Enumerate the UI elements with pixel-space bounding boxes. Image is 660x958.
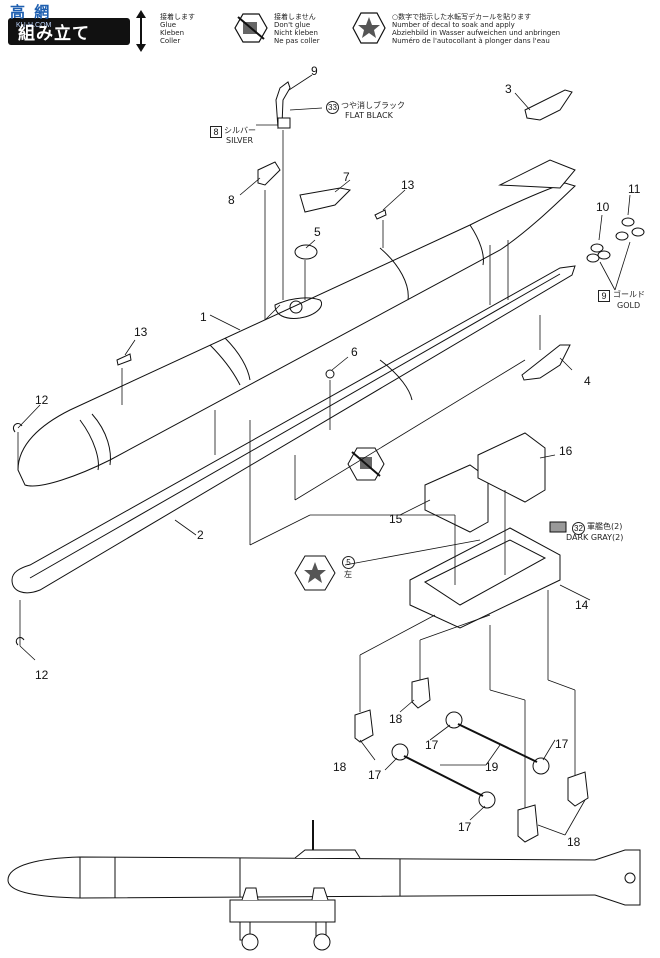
- part-label: 12: [35, 393, 49, 407]
- part-3-shape: [524, 89, 573, 121]
- part-label: 9: [311, 64, 318, 78]
- part-label: 10: [596, 200, 610, 214]
- glue-de: Kleben: [160, 29, 185, 37]
- part-label: 15: [389, 512, 403, 526]
- paint-dark-gray-ja: 軍艦色(2): [587, 522, 623, 531]
- part-label: 6: [351, 345, 358, 359]
- dark-gray-swatch: [549, 521, 567, 533]
- paint-dark-gray-en: DARK GRAY(2): [566, 533, 624, 542]
- hull-part-1: [17, 159, 576, 487]
- dont-glue-de: Nicht kleben: [274, 29, 318, 37]
- paint-silver-en: SILVER: [226, 136, 254, 145]
- decal-star-icon: [352, 12, 386, 44]
- part-label: 17: [368, 768, 382, 782]
- part-9-shape: [275, 81, 291, 129]
- part-label: 18: [333, 760, 347, 774]
- part-18-d: [517, 804, 539, 843]
- part-18-a: [411, 677, 431, 709]
- part-14-stand: [409, 527, 561, 629]
- decal-number: 5: [342, 556, 355, 569]
- part-10-propeller: [586, 243, 611, 263]
- part-19-axle-a: [457, 723, 538, 763]
- decal-side: 左: [344, 570, 352, 579]
- glue-arrow-icon: [136, 10, 146, 52]
- part-4-shape: [521, 344, 571, 381]
- part-label: 18: [567, 835, 581, 849]
- part-label: 8: [228, 193, 235, 207]
- part-13-shape-b: [116, 353, 132, 366]
- part-label: 19: [485, 760, 499, 774]
- watermark-sub: KU-H.COM: [16, 22, 52, 29]
- part-label: 3: [505, 82, 512, 96]
- paint-silver-ja: シルバー: [224, 126, 256, 135]
- paint-gold-ja: ゴールド: [613, 290, 645, 299]
- decal-en: Number of decal to soak and apply: [392, 21, 515, 29]
- part-label: 13: [134, 325, 148, 339]
- page-title: 組み立て: [18, 24, 90, 44]
- decal-ja: ○数字で指示した水転写デカールを貼ります: [392, 13, 532, 21]
- dont-glue-marker-icon: [347, 447, 385, 481]
- part-5-shape: [294, 244, 318, 260]
- leader-lines: [17, 74, 631, 836]
- part-label: 1: [200, 310, 207, 324]
- part-label: 7: [343, 170, 350, 184]
- paint-num-silver: 8: [210, 126, 222, 138]
- part-18-c: [567, 771, 589, 807]
- paint-num-flat-black: 33: [326, 101, 339, 114]
- paint-flat-black-ja: つや消しブラック: [341, 101, 405, 110]
- part-19-axle-b: [403, 755, 484, 797]
- part-label: 17: [425, 738, 439, 752]
- part-13-shape-a: [374, 209, 387, 220]
- decal-marker-icon: [294, 555, 336, 591]
- part-7-shape: [299, 187, 352, 213]
- part-label: 16: [559, 444, 573, 458]
- watermark-logo: 高 網: [10, 3, 52, 21]
- keel-part-2: [11, 265, 576, 594]
- glue-fr: Coller: [160, 37, 181, 45]
- dont-glue-fr: Ne pas coller: [274, 37, 320, 45]
- glue-ja: 接着します: [160, 13, 195, 21]
- glue-en: Glue: [160, 21, 177, 29]
- part-label: 4: [584, 374, 591, 388]
- part-12-hook-bottom: [15, 637, 25, 646]
- part-9-base: [277, 117, 291, 129]
- dont-glue-icon: [234, 13, 268, 43]
- dont-glue-ja: 接着しません: [274, 13, 316, 21]
- part-label: 14: [575, 598, 589, 612]
- paint-num-gold: 9: [598, 290, 610, 302]
- decal-fr: Numéro de l'autocollant à plonger dans l…: [392, 37, 550, 45]
- part-label: 17: [555, 737, 569, 751]
- assembly-guides: [17, 130, 576, 808]
- dont-glue-en: Don't glue: [274, 21, 311, 29]
- decal-de: Abziehbild in Wasser aufweichen und anbr…: [392, 29, 561, 37]
- paint-flat-black-en: FLAT BLACK: [345, 111, 393, 120]
- part-18-b: [354, 709, 374, 743]
- part-11-propeller: [615, 217, 645, 241]
- part-label: 13: [401, 178, 415, 192]
- part-8-shape: [257, 161, 281, 186]
- part-label: 5: [314, 225, 321, 239]
- part-label: 2: [197, 528, 204, 542]
- part-label: 11: [628, 182, 641, 196]
- completed-submarine-view: [7, 820, 641, 951]
- paint-gold-en: GOLD: [617, 301, 641, 310]
- part-16-cradle: [477, 432, 546, 503]
- header-bar: [8, 18, 130, 45]
- part-label: 12: [35, 668, 49, 682]
- part-label: 18: [389, 712, 403, 726]
- part-6-shape: [325, 369, 335, 379]
- paint-num-dark-gray: 32: [572, 522, 585, 535]
- part-label: 17: [458, 820, 472, 834]
